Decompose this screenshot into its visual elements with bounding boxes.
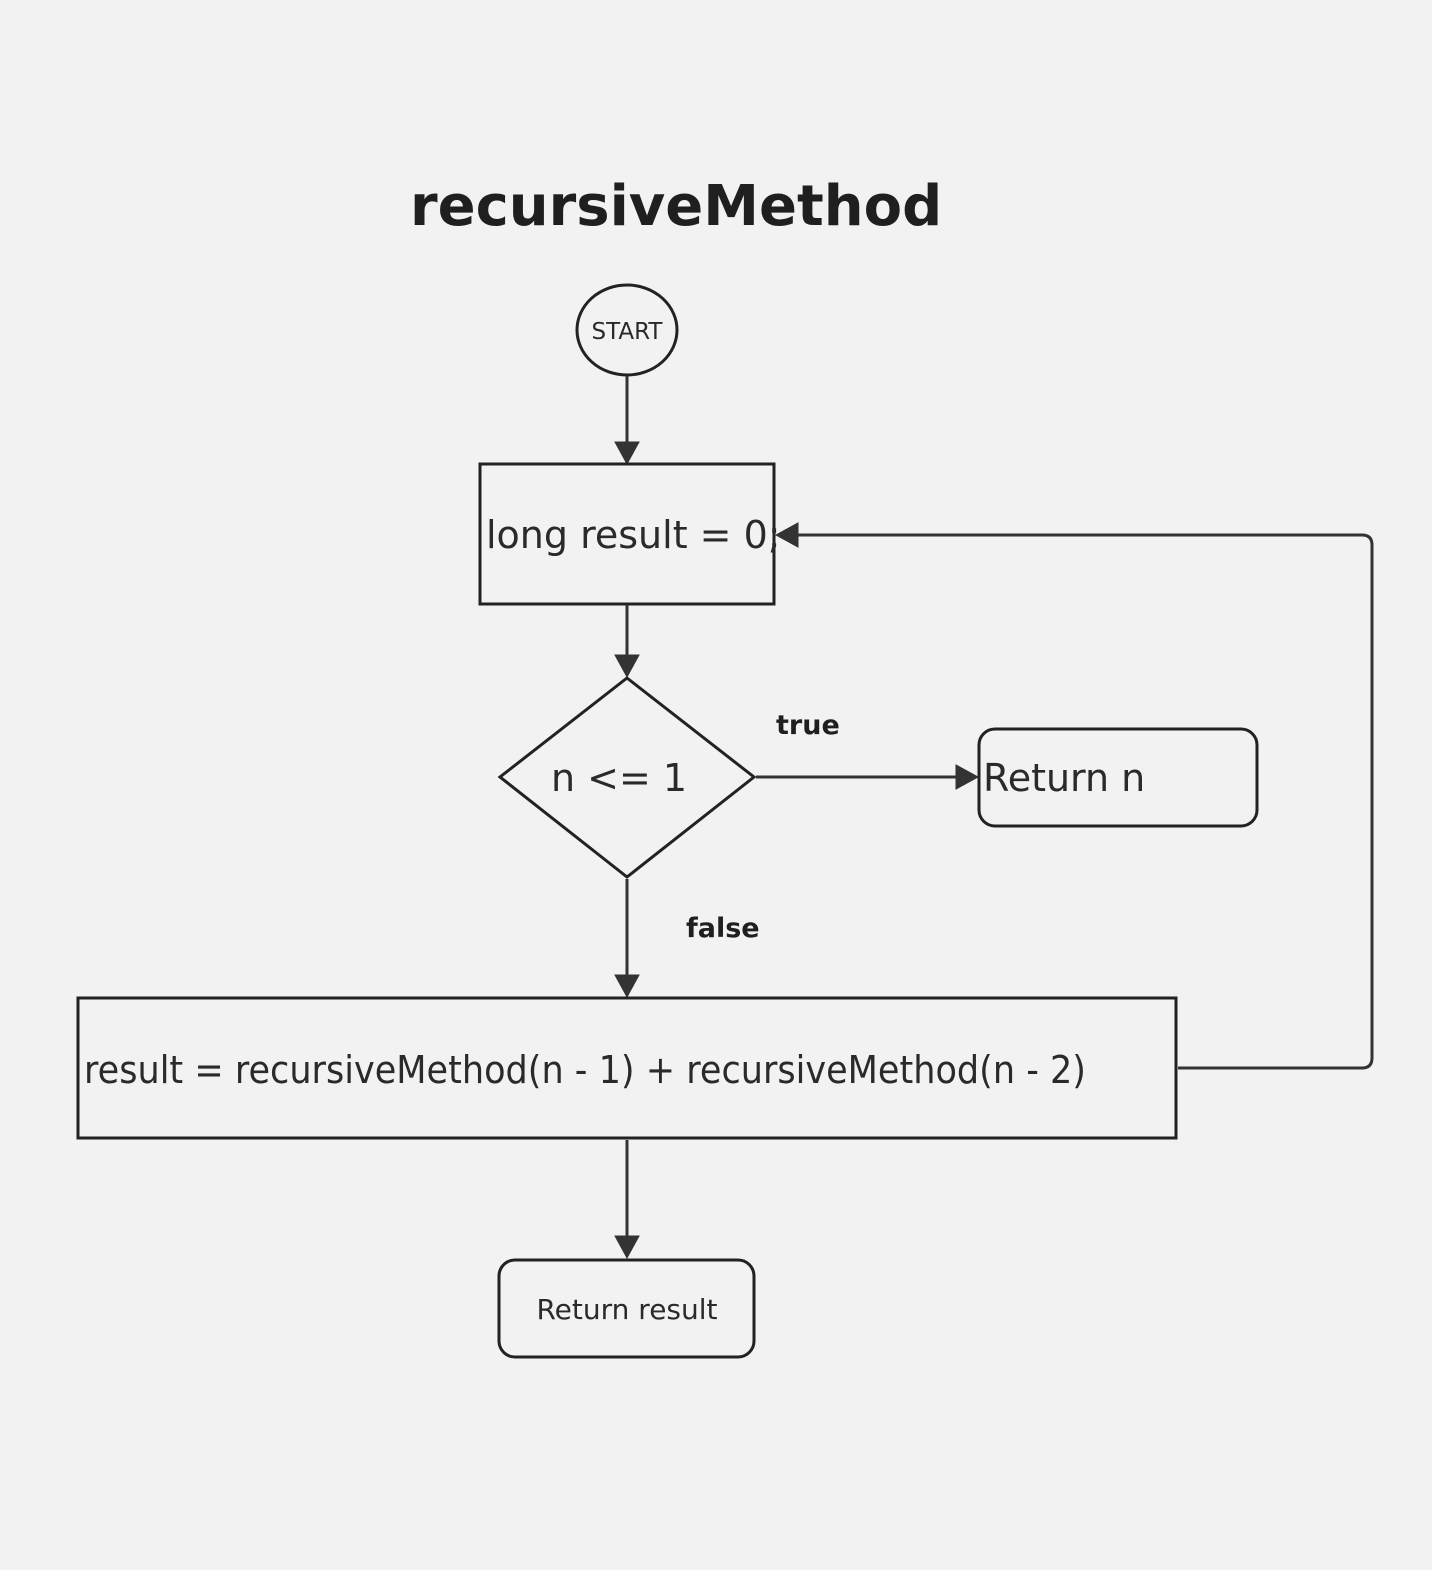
return-result-node-shape: [497, 1258, 756, 1359]
edge-init-to-decision: [614, 605, 640, 679]
arrowhead-icon: [955, 764, 980, 790]
edge-decision-true: true: [756, 710, 980, 790]
decision-node-shape: [497, 676, 757, 879]
arrowhead-icon: [614, 1235, 640, 1260]
arrowhead-icon: [614, 441, 640, 466]
compute-node-label: result = recursiveMethod(n - 1) + recurs…: [84, 1048, 1086, 1092]
init-node[interactable]: long result = 0;: [478, 462, 781, 606]
arrowhead-icon: [774, 522, 799, 548]
edge-start-to-init: [614, 376, 640, 466]
decision-node[interactable]: n <= 1: [497, 676, 757, 879]
edge-label-false: false: [686, 913, 760, 944]
return-n-node[interactable]: Return n: [977, 727, 1259, 828]
return-result-node[interactable]: Return result: [497, 1258, 756, 1359]
return-result-node-label: Return result: [536, 1293, 717, 1326]
return-n-node-label: Return n: [983, 756, 1145, 800]
edge-decision-false: false: [614, 879, 760, 999]
start-node-shape: [575, 283, 679, 377]
edge-compute-to-return: [614, 1140, 640, 1260]
init-node-label: long result = 0;: [486, 513, 781, 557]
edge-label-true: true: [776, 710, 840, 741]
edge-loop-back: [774, 522, 1374, 1070]
start-node-label: START: [592, 319, 664, 345]
compute-node-shape: [76, 996, 1178, 1140]
edge-line: [796, 533, 1374, 1070]
decision-node-label: n <= 1: [551, 756, 687, 800]
init-node-shape: [478, 462, 776, 606]
arrowhead-icon: [614, 654, 640, 679]
compute-node[interactable]: result = recursiveMethod(n - 1) + recurs…: [76, 996, 1178, 1140]
start-node[interactable]: START: [575, 283, 679, 377]
return-n-node-shape: [977, 727, 1259, 828]
arrowhead-icon: [614, 974, 640, 999]
diagram-title: recursiveMethod: [410, 174, 942, 239]
